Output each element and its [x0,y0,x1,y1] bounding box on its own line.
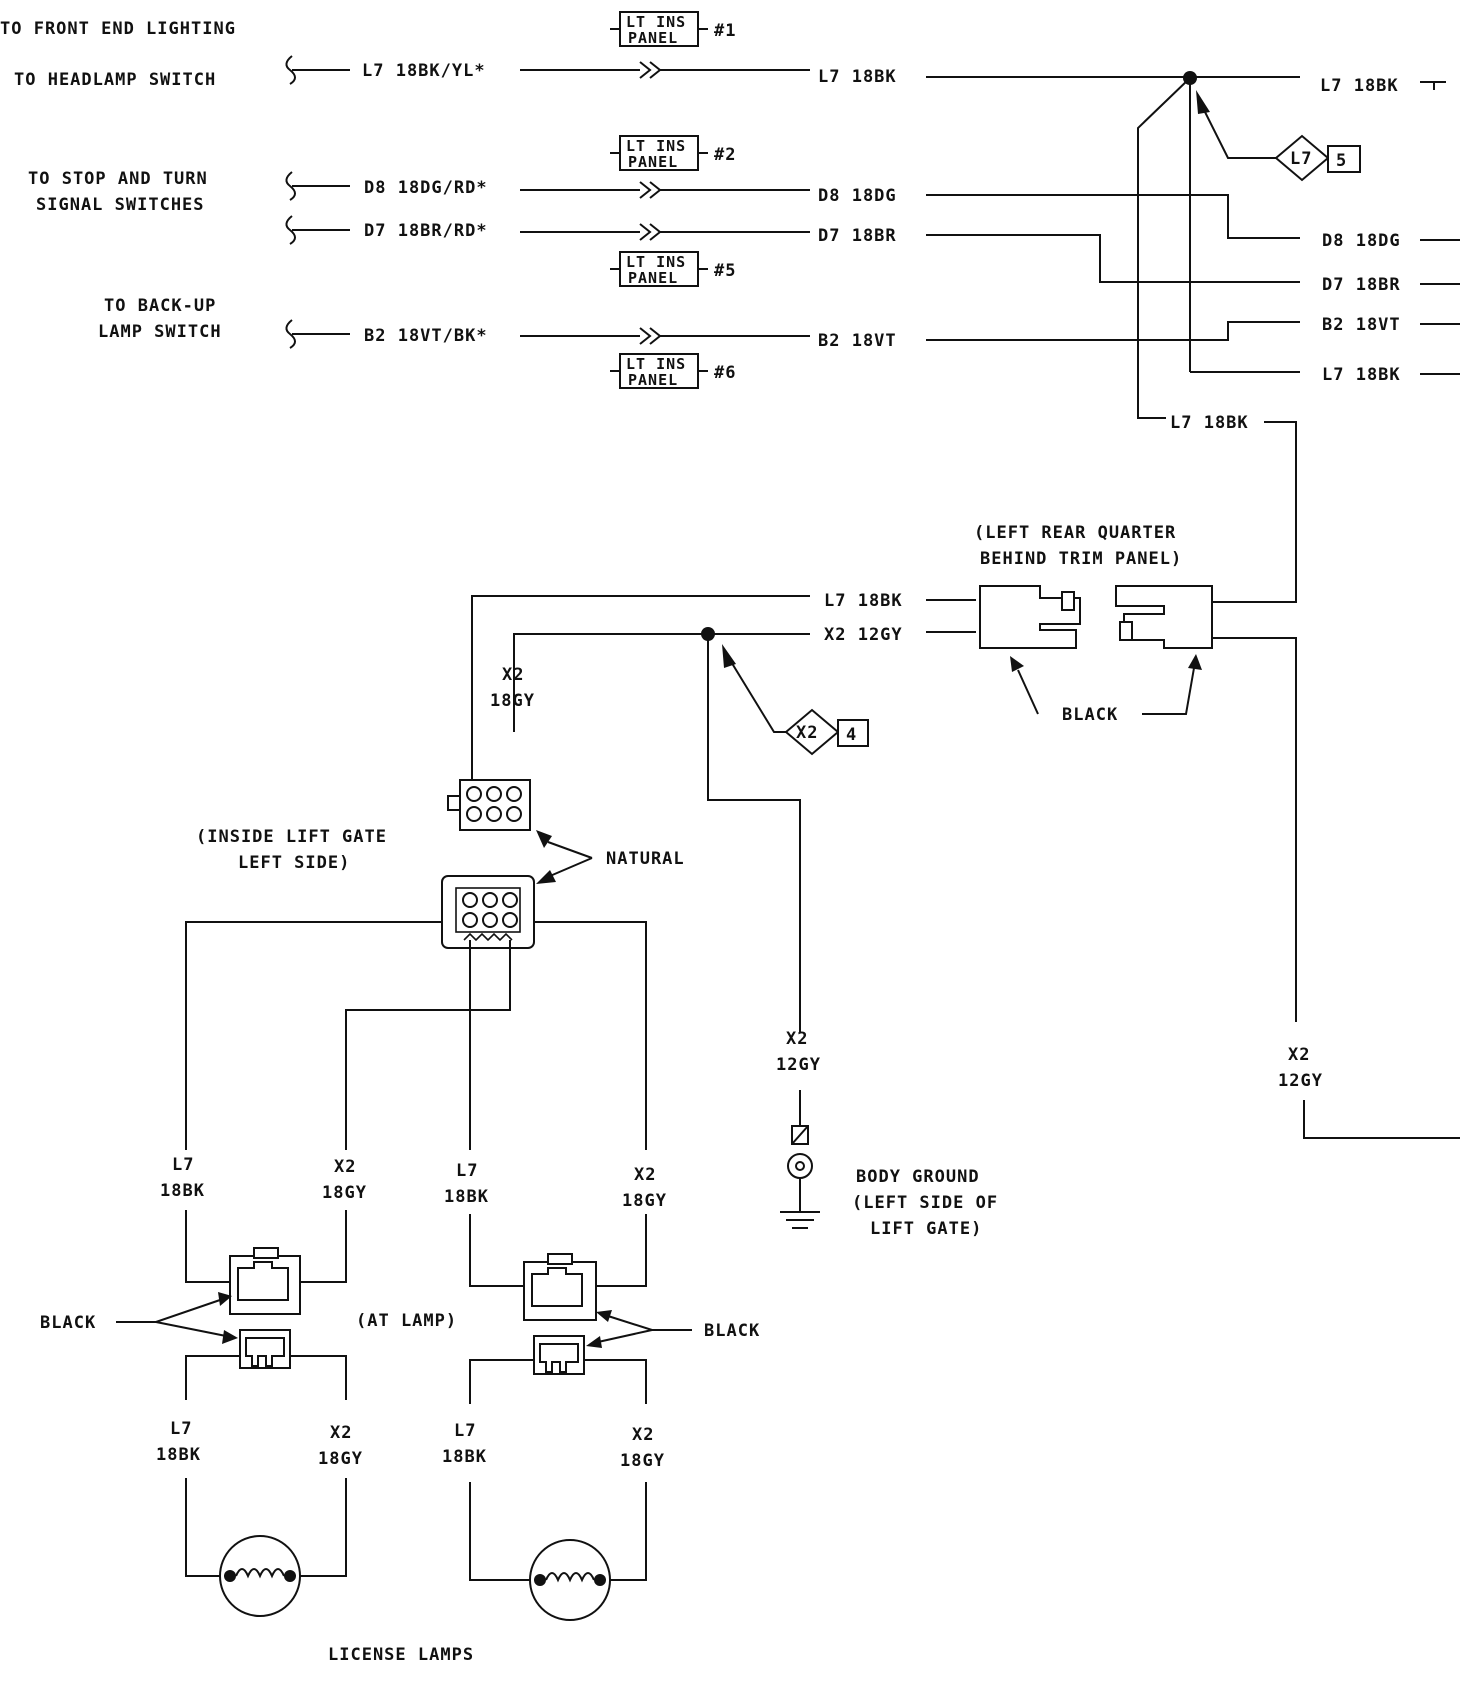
right-wire-l7-top: L7 18BK [1320,76,1399,96]
connector-number-1: #1 [714,21,736,41]
connector-lt-ins-panel-1: LT INS PANEL #1 [610,11,736,47]
lamp-wire-c-x2: X2 [330,1423,352,1443]
connector-number-5: #5 [714,261,736,281]
lamp-wire-a-x2: X2 [334,1157,356,1177]
lamp-wire-b-l7: L7 [456,1161,478,1181]
rear-quarter-label-2: BEHIND TRIM PANEL) [980,549,1182,569]
wire-d7-input: D7 18BR/RD* D7 18BR [285,215,1300,283]
label-natural: NATURAL [606,849,685,869]
wire-label-l7-in: L7 18BK/YL* [362,61,486,81]
label-license-lamps: LICENSE LAMPS [328,1645,474,1665]
license-lamp-right [529,1539,611,1621]
lamp-wire-b-x2: X2 [634,1165,656,1185]
svg-text:LT INS: LT INS [626,137,686,155]
wire-label-b2-out: B2 18VT [818,331,897,351]
lamp-wire-c-x2-color: 18GY [318,1449,363,1469]
lamp-wire-a-x2-color: 18GY [322,1183,367,1203]
connector-lt-ins-panel-2: LT INS PANEL #2 [610,135,736,171]
splice-number-l7: 5 [1336,151,1347,171]
lift-wire-x2-label: X2 12GY [824,625,903,645]
wire-d8-input: D8 18DG/RD* D8 18DG [285,171,1300,239]
body-ground-label-2: (LEFT SIDE OF [852,1193,998,1213]
splice-number-x2: 4 [846,725,857,745]
connector-number-6: #6 [714,363,736,383]
splice-x2: X2 4 [722,644,869,756]
wire-x2-label-b: X2 [786,1029,808,1049]
wire-l7-input: L7 18BK/YL* L7 18BK [285,55,1190,87]
wire-gy-label-b: 12GY [776,1055,821,1075]
wire-label-l7-out: L7 18BK [818,67,897,87]
lamp-wire-b-x2-color: 18GY [622,1191,667,1211]
svg-text:LT INS: LT INS [626,13,686,31]
wire-gy-label-a: 18GY [490,691,535,711]
wire-label-d7-out: D7 18BR [818,226,897,246]
wire-x2-label-c: X2 [1288,1045,1310,1065]
connector-lt-ins-panel-6: LT INS PANEL #6 [610,353,736,389]
lamp-wire-d-l7: L7 [454,1421,476,1441]
label-stop-turn-2: SIGNAL SWITCHES [36,195,205,215]
connector-number-2: #2 [714,145,736,165]
body-ground-label-3: LIFT GATE) [870,1219,982,1239]
wire-label-d8-out: D8 18DG [818,186,897,206]
liftgate-connector-upper [447,779,531,831]
rear-quarter-label-1: (LEFT REAR QUARTER [974,523,1176,543]
label-backup-1: TO BACK-UP [104,296,216,316]
lamp-wire-b-l7-color: 18BK [444,1187,489,1207]
lift-gate-label-1: (INSIDE LIFT GATE [196,827,387,847]
svg-text:LT INS: LT INS [626,355,686,373]
svg-text:LT INS: LT INS [626,253,686,271]
wire-x2-label-a: X2 [502,665,524,685]
lamp-connector-left-upper [229,1247,301,1315]
license-lamp-left [219,1535,301,1617]
lamp-wire-a-l7: L7 [172,1155,194,1175]
liftgate-connector-lower [441,875,535,949]
body-ground-label-1: BODY GROUND [856,1167,980,1187]
splice-code-l7: L7 [1290,149,1312,169]
lamp-wire-c-l7-color: 18BK [156,1445,201,1465]
lamp-connector-left-lower [239,1329,291,1369]
rear-quarter-connector-right [1115,585,1297,1022]
svg-text:PANEL: PANEL [628,29,678,47]
right-wire-d8: D8 18DG [1322,231,1401,251]
wire-label-b2-in: B2 18VT/BK* [364,326,488,346]
svg-text:PANEL: PANEL [628,153,678,171]
svg-text:PANEL: PANEL [628,371,678,389]
right-wire-l7-bottom: L7 18BK [1322,365,1401,385]
wire-label-d7-in: D7 18BR/RD* [364,221,488,241]
lift-gate-label-2: LEFT SIDE) [238,853,350,873]
lamp-connector-right-lower [533,1335,585,1375]
splice-code-x2: X2 [796,723,818,743]
lamp-connector-right-upper [523,1253,597,1321]
label-black-rear-quarter: BLACK [1062,705,1118,725]
lamp-wire-a-l7-color: 18BK [160,1181,205,1201]
label-stop-turn-1: TO STOP AND TURN [28,169,208,189]
svg-text:PANEL: PANEL [628,269,678,287]
lamp-wire-d-x2: X2 [632,1425,654,1445]
rear-quarter-connector-left [926,585,1081,649]
label-backup-2: LAMP SWITCH [98,322,222,342]
label-black-right: BLACK [704,1321,760,1341]
lamp-wire-d-x2-color: 18GY [620,1451,665,1471]
label-black-left: BLACK [40,1313,96,1333]
body-ground-symbol [780,1090,820,1229]
wire-gy-label-c: 12GY [1278,1071,1323,1091]
lift-wire-l7-label: L7 18BK [824,591,903,611]
splice-l7: L7 5 [1137,71,1361,419]
label-front-end-lighting: TO FRONT END LIGHTING [0,19,236,39]
lamp-wire-d-l7-color: 18BK [442,1447,487,1467]
right-wire-b2: B2 18VT [1322,315,1401,335]
label-at-lamp: (AT LAMP) [356,1311,457,1331]
wire-b2-input: B2 18VT/BK* B2 18VT [285,319,1300,351]
lamp-wire-c-l7: L7 [170,1419,192,1439]
connector-lt-ins-panel-5: LT INS PANEL #5 [610,251,736,287]
right-wire-d7: D7 18BR [1322,275,1401,295]
wire-l7-drop-label: L7 18BK [1170,413,1249,433]
label-headlamp-switch: TO HEADLAMP SWITCH [14,70,216,90]
wire-label-d8-in: D8 18DG/RD* [364,178,488,198]
